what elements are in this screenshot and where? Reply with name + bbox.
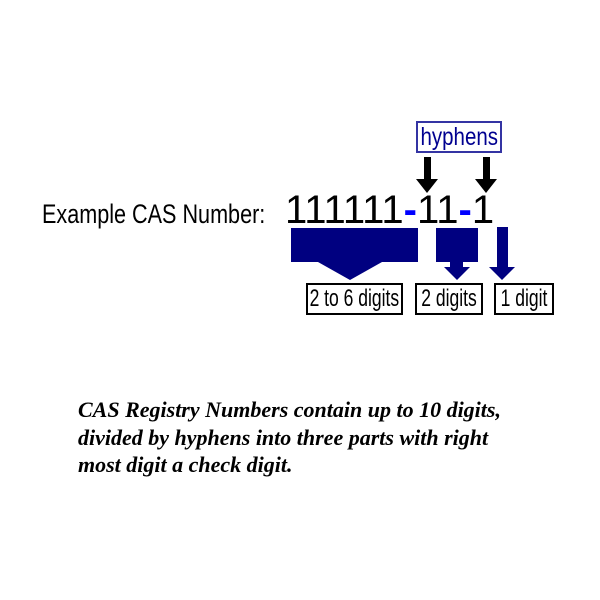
block-arrow-body-second-part bbox=[436, 228, 478, 262]
hyphen-pointer-arrow-left bbox=[416, 157, 438, 193]
cas-segment-3: 1 bbox=[471, 188, 495, 232]
part-box-third-segment: 1 digit bbox=[494, 283, 554, 315]
caption-line-3: most digit a check digit. bbox=[78, 452, 293, 477]
example-cas-number-label: Example CAS Number: bbox=[42, 199, 266, 229]
block-arrow-stem-second-part bbox=[450, 262, 463, 269]
cas-segment-1: 111111 bbox=[285, 188, 404, 232]
cas-number: 111111-11-1 bbox=[285, 190, 494, 230]
cas-hyphen-1: - bbox=[403, 188, 417, 232]
caption-paragraph: CAS Registry Numbers contain up to 10 di… bbox=[78, 396, 501, 479]
part-box-label: 2 digits bbox=[421, 285, 477, 312]
arrow-stem bbox=[482, 157, 490, 179]
hyphen-pointer-arrow-right bbox=[475, 157, 497, 193]
block-arrow-body-first-part bbox=[291, 228, 418, 262]
part-box-second-segment: 2 digits bbox=[415, 283, 483, 315]
cas-segment-2: 11 bbox=[416, 188, 459, 232]
hyphens-label: hyphens bbox=[420, 122, 498, 151]
arrow-down-icon bbox=[416, 179, 438, 193]
part-box-label: 1 digit bbox=[500, 285, 548, 312]
part-box-label: 2 to 6 digits bbox=[309, 285, 400, 312]
arrow-stem bbox=[423, 157, 431, 179]
part-box-first-segment: 2 to 6 digits bbox=[306, 283, 403, 315]
hyphens-callout-box: hyphens bbox=[416, 121, 502, 153]
block-arrow-head-second-part bbox=[444, 267, 470, 280]
caption-line-1: CAS Registry Numbers contain up to 10 di… bbox=[78, 397, 501, 422]
caption-line-2: divided by hyphens into three parts with… bbox=[78, 424, 489, 450]
block-arrow-head-third-part bbox=[489, 267, 515, 280]
arrow-down-icon bbox=[475, 179, 497, 193]
block-arrow-head-first-part bbox=[318, 262, 382, 280]
block-arrow-stem-third-part bbox=[497, 227, 508, 267]
cas-hyphen-2: - bbox=[458, 188, 472, 232]
